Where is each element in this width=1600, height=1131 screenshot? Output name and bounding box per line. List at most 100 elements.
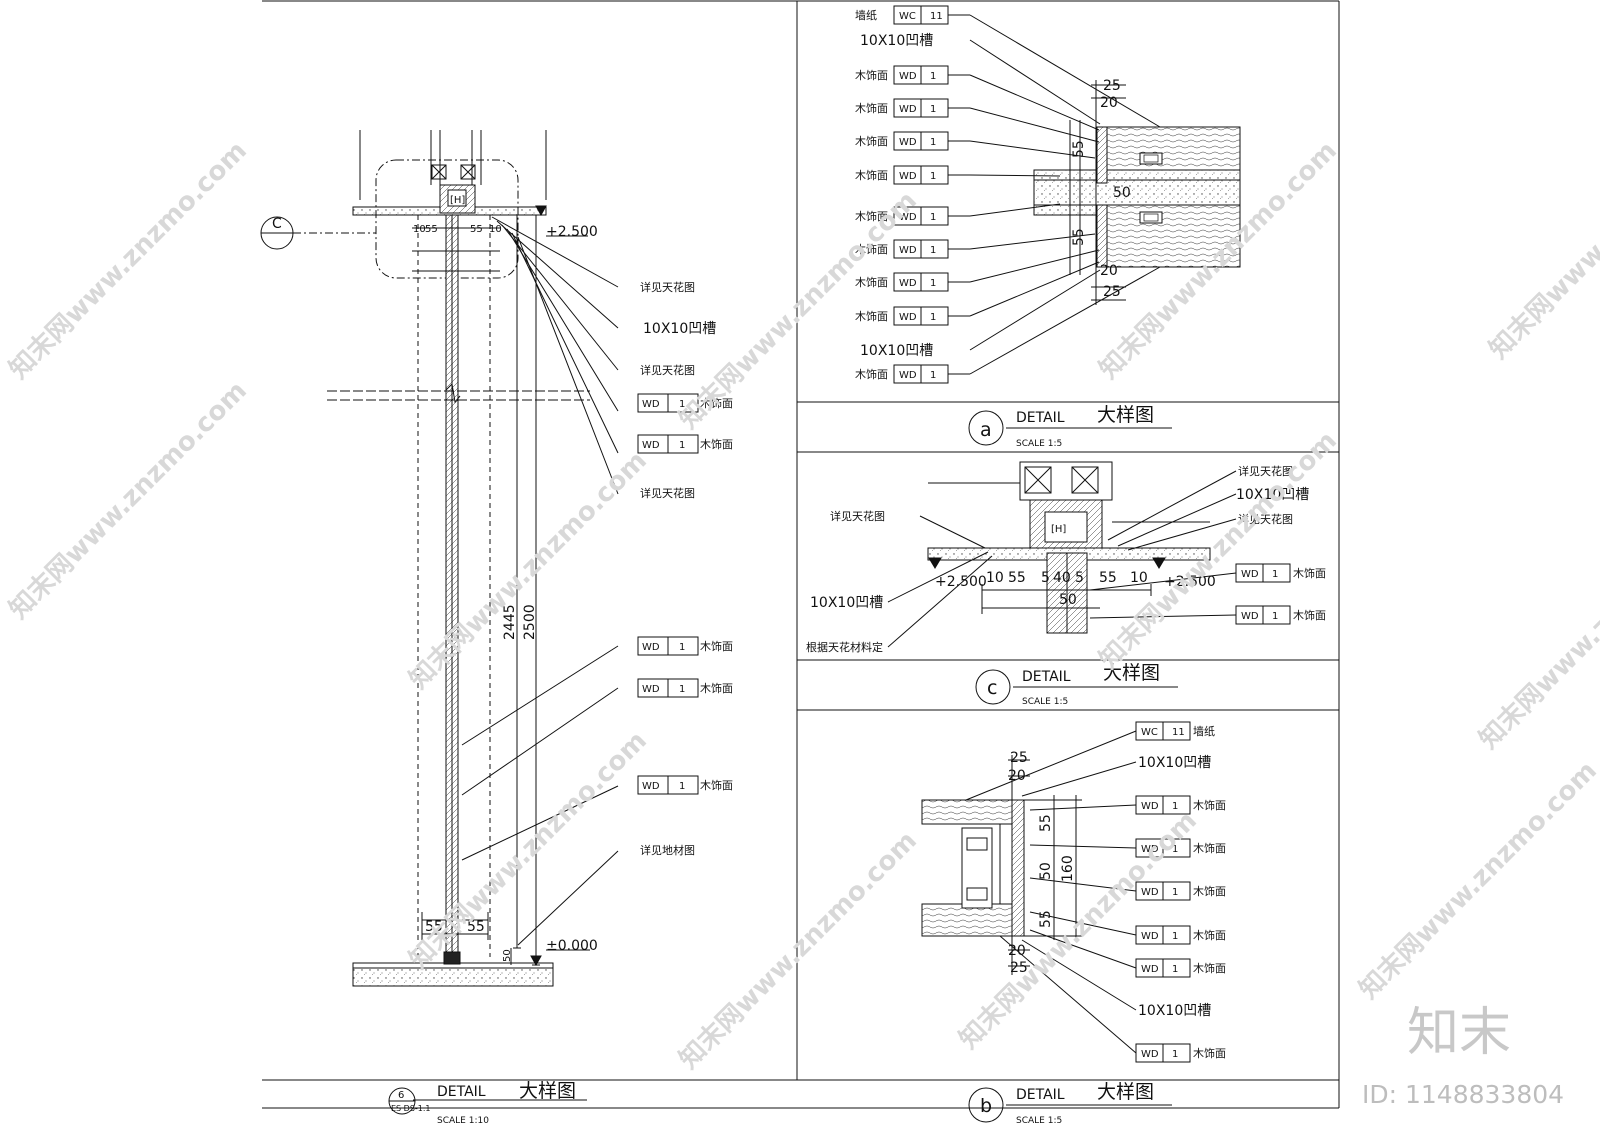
c-label-ceiling-r1: 详见天花图 bbox=[1238, 464, 1293, 478]
b-label-name: 木饰面 bbox=[1193, 798, 1226, 812]
title-b-scale: SCALE 1:5 bbox=[1016, 1116, 1062, 1126]
a-label-name: 木饰面 bbox=[855, 168, 888, 182]
tag-code: WD bbox=[1141, 931, 1159, 942]
detail-6-elevation: [H] bbox=[260, 130, 619, 1115]
tag-material-name: 木饰面 bbox=[700, 396, 733, 410]
dim-50: 50 bbox=[502, 949, 513, 962]
title-a-main: 大样图 bbox=[1097, 404, 1154, 426]
tag-code: WC bbox=[1141, 727, 1158, 738]
watermark-text: 知末网www.znzmo.com bbox=[1484, 116, 1600, 365]
dim-c-40: 40 bbox=[1053, 570, 1071, 586]
tag-number: 1 bbox=[679, 781, 685, 792]
tag-number: 11 bbox=[930, 11, 943, 22]
tag-number: 1 bbox=[679, 684, 685, 695]
b-label-name: 木饰面 bbox=[1193, 884, 1226, 898]
tag-number: 1 bbox=[1272, 569, 1278, 580]
tag-code: WD bbox=[899, 137, 917, 148]
b-label-name: 墙纸 bbox=[1193, 724, 1215, 738]
a-label-name: 木饰面 bbox=[855, 367, 888, 381]
watermark-text: 知末网www.znzmo.com bbox=[1474, 506, 1600, 755]
tag-code: WD bbox=[899, 104, 917, 115]
tag-number: 1 bbox=[1172, 964, 1178, 975]
callout-ceiling-3: 详见天花图 bbox=[640, 486, 695, 500]
dim-a-55-top: 55 bbox=[1071, 140, 1087, 158]
dim-a-50: 50 bbox=[1113, 185, 1131, 201]
detail-c-title: c DETAIL 大样图 SCALE 1:5 bbox=[987, 662, 1160, 707]
detail-b-dims: 25 20 55 50 55 160 20 25 bbox=[1008, 750, 1076, 976]
level-c-right: +2.500 bbox=[1164, 574, 1216, 590]
tag-code: WD bbox=[642, 684, 660, 695]
a-label-name: 木饰面 bbox=[855, 309, 888, 323]
c-label-groove-r: 10X10凹槽 bbox=[1236, 487, 1309, 503]
tag-number: 1 bbox=[930, 171, 936, 182]
tag-code: WD bbox=[899, 370, 917, 381]
level-c-left: +2.500 bbox=[935, 574, 987, 590]
dim-a-25-top: 25 bbox=[1103, 78, 1121, 94]
dim-55-right: 55 bbox=[467, 919, 485, 935]
b-material-tag: WD 1 bbox=[1135, 1043, 1191, 1063]
watermark-id: ID: 1148833804 bbox=[1362, 1080, 1564, 1109]
watermark-stamp: 知末 ID: 1148833804 bbox=[1362, 1003, 1564, 1109]
tag-code: WD bbox=[642, 399, 660, 410]
b-label-groove: 10X10凹槽 bbox=[1138, 1003, 1211, 1019]
tag-code: WD bbox=[899, 278, 917, 289]
tag-number: 1 bbox=[930, 71, 936, 82]
c-material-tag: WD 1 bbox=[1235, 563, 1291, 583]
tag-code: WD bbox=[899, 312, 917, 323]
a-label-groove: 10X10凹槽 bbox=[860, 33, 933, 49]
tag-number: 1 bbox=[1172, 1049, 1178, 1060]
title-c-detail: DETAIL bbox=[1022, 669, 1071, 685]
tag-number: 1 bbox=[679, 440, 685, 451]
a-material-tag: WD 1 bbox=[893, 131, 949, 151]
dim-b-50: 50 bbox=[1038, 862, 1054, 880]
tag-code: WD bbox=[1141, 887, 1159, 898]
title-a-detail: DETAIL bbox=[1016, 410, 1065, 426]
a-label-name: 木饰面 bbox=[855, 242, 888, 256]
dim-10: 10 bbox=[413, 224, 426, 235]
b-label-name: 木饰面 bbox=[1193, 961, 1226, 975]
callout-ceiling-1: 详见天花图 bbox=[640, 280, 695, 294]
tag-code: WD bbox=[1141, 1049, 1159, 1060]
b-label-name: 木饰面 bbox=[1193, 928, 1226, 942]
dim-10b: 10 bbox=[489, 224, 502, 235]
detail-6-texts: C +2.500 ±0.000 2445 2500 55 55 50 10 55… bbox=[272, 216, 716, 962]
watermark-text: 知末网www.znzmo.com bbox=[4, 376, 253, 625]
dim-b-55-top: 55 bbox=[1038, 814, 1054, 832]
callout-ceiling-2: 详见天花图 bbox=[640, 363, 695, 377]
tag-number: 1 bbox=[1172, 844, 1178, 855]
dim-55-left: 55 bbox=[425, 919, 443, 935]
title-detail: DETAIL bbox=[437, 1084, 486, 1100]
callout-groove: 10X10凹槽 bbox=[643, 321, 716, 337]
dim-c-50: 50 bbox=[1059, 592, 1077, 608]
tag-code: WD bbox=[1241, 569, 1259, 580]
tag-code: WD bbox=[1141, 801, 1159, 812]
title-ref: ES DS-1.1 bbox=[391, 1104, 431, 1113]
tag-number: 1 bbox=[930, 245, 936, 256]
dim-b-25-top: 25 bbox=[1010, 750, 1028, 766]
tag-material-name: 木饰面 bbox=[700, 437, 733, 451]
watermark-layer: 知末网www.znzmo.com 知末网www.znzmo.com 知末网www.z… bbox=[4, 116, 1600, 1075]
b-label-groove: 10X10凹槽 bbox=[1138, 755, 1211, 771]
tag-number: 1 bbox=[930, 137, 936, 148]
level-bottom: ±0.000 bbox=[546, 938, 598, 954]
tag-code: WD bbox=[1141, 964, 1159, 975]
title-main: 大样图 bbox=[519, 1080, 576, 1102]
watermark-text: 知末网www.znzmo.com bbox=[404, 446, 653, 695]
detail-b-drawing bbox=[921, 730, 1172, 1123]
title-b-detail: DETAIL bbox=[1016, 1087, 1065, 1103]
tag-material-name: 木饰面 bbox=[700, 639, 733, 653]
tag-code: WD bbox=[899, 212, 917, 223]
